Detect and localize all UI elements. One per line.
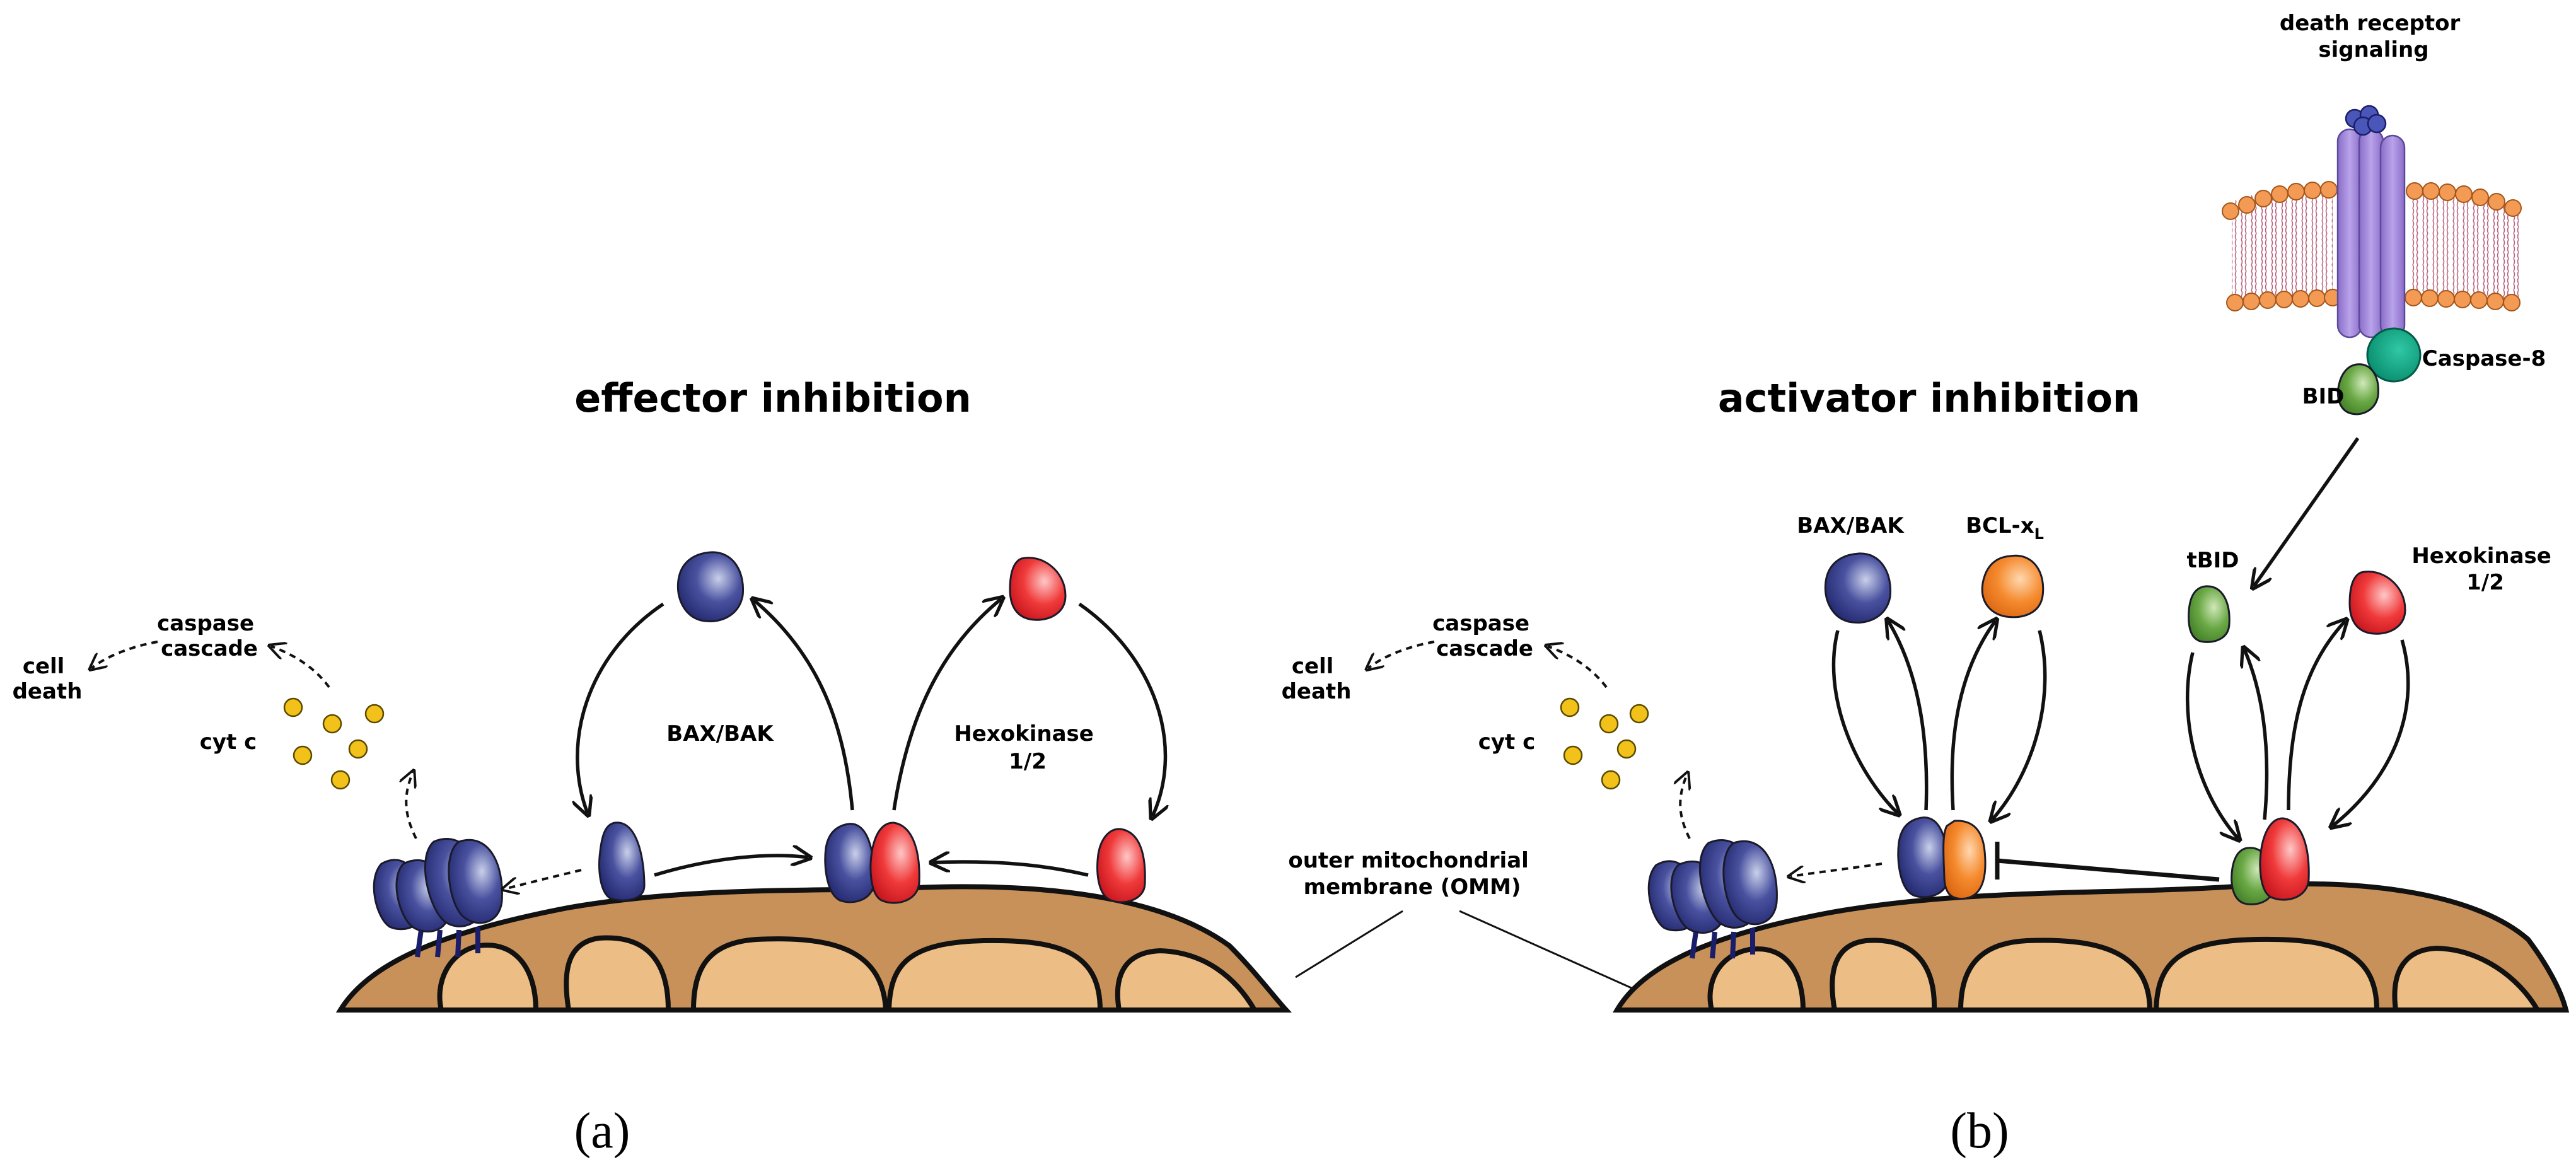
tbid-label-b: tBID xyxy=(2186,548,2239,573)
bax-bak-bound-a xyxy=(824,823,875,903)
bax-bak-membrane-a xyxy=(598,822,646,902)
panel-b-label: (b) xyxy=(1950,1103,2009,1159)
arrow-complex-to-bax-a xyxy=(754,600,854,811)
arrow-bid-to-tbid-b xyxy=(2254,437,2360,586)
bcl-xl-bound-b xyxy=(1942,820,1987,900)
caspase-cascade-label-b: caspase cascade xyxy=(1432,611,1537,661)
bax-bak-free-b xyxy=(1824,552,1892,624)
cell-death-label-a: cell death xyxy=(13,654,83,704)
arrow-bax-to-membrane-b xyxy=(1831,630,1898,813)
mitochondrion-a xyxy=(335,884,1292,1013)
arrow-hk-to-membrane-a xyxy=(1078,602,1165,816)
panel-b-title: activator inhibition xyxy=(1718,375,2140,421)
hexokinase-label-b: Hexokinase 1/2 xyxy=(2411,543,2558,595)
hexokinase-free-a xyxy=(1009,557,1067,621)
arrow-tbid-to-membrane-b xyxy=(2186,652,2238,839)
bcl-xl-label-b: BCL-xL xyxy=(1966,513,2044,543)
arrow-bclxl-to-membrane-b xyxy=(1992,630,2047,820)
arrow-complex-to-tbid-b xyxy=(2244,649,2269,820)
death-receptor-complex xyxy=(2222,105,2522,415)
bax-bak-pore-a xyxy=(373,838,503,958)
cyt-c-label-b: cyt c xyxy=(1478,729,1536,755)
death-receptor-label-b: death receptor signaling xyxy=(2280,11,2468,62)
bcl-xl-free-b xyxy=(1981,554,2045,618)
death-ligand xyxy=(2345,105,2387,136)
panel-a: effector inhibition xyxy=(13,375,1292,1159)
inhibition-bar-b xyxy=(1995,842,2220,882)
panel-a-title: effector inhibition xyxy=(574,375,972,421)
cyt-c-molecules-b xyxy=(1560,697,1649,790)
tbid-free-b xyxy=(2188,585,2231,643)
omm-label-group: outer mitochondrial membrane (OMM) xyxy=(1288,848,1633,990)
dash-arrow-caspase-to-death-a xyxy=(91,641,158,668)
bax-bak-bound-b xyxy=(1897,816,1949,898)
arrow-hk-membrane-to-complex-a xyxy=(933,862,1089,877)
arrow-complex-to-bclxl-b xyxy=(1950,621,1995,811)
dash-arrow-pore-to-cytc-a xyxy=(406,772,417,839)
hexokinase-label-a: Hexokinase 1/2 xyxy=(954,721,1101,774)
hexokinase-bound-a xyxy=(869,822,920,904)
dash-arrow-to-pore-b xyxy=(1790,862,1883,876)
arrow-bax-to-membrane-a xyxy=(577,602,664,813)
arrow-complex-to-hk-a xyxy=(892,599,1001,811)
cell-death-label-b: cell death xyxy=(1282,654,1352,704)
bax-bak-label-b: BAX/BAK xyxy=(1797,513,1905,538)
caspase-8 xyxy=(2366,327,2422,383)
arrow-complex-to-hk-b xyxy=(2287,621,2345,811)
panel-b: activator inhibition xyxy=(1282,11,2570,1159)
panel-a-label: (a) xyxy=(574,1103,630,1159)
arrow-monomer-to-complex-a xyxy=(654,856,808,877)
hexokinase-free-b xyxy=(2348,571,2406,635)
death-receptor xyxy=(2336,128,2406,339)
bax-bak-free-a xyxy=(676,551,745,622)
dash-arrow-caspase-to-death-b xyxy=(1368,641,1435,668)
omm-leader-b xyxy=(1459,910,1633,990)
dash-arrow-cytc-to-caspase-a xyxy=(271,646,330,688)
dash-arrow-to-pore-a xyxy=(504,869,582,889)
cyt-c-label-a: cyt c xyxy=(200,729,257,755)
omm-leader-a xyxy=(1295,910,1403,978)
bax-bak-pore-b xyxy=(1647,839,1778,959)
bid-label-b: BID xyxy=(2302,384,2345,409)
bax-bak-label-a: BAX/BAK xyxy=(666,721,774,746)
caspase-cascade-label-a: caspase cascade xyxy=(157,611,262,661)
cyt-c-molecules-a xyxy=(283,697,385,790)
hexokinase-bound-b xyxy=(2259,817,2310,901)
caspase-8-label-b: Caspase-8 xyxy=(2422,346,2546,371)
omm-label: outer mitochondrial membrane (OMM) xyxy=(1288,848,1536,900)
mitochondrion-b xyxy=(1613,881,2570,1013)
bid xyxy=(2336,363,2379,415)
hexokinase-membrane-a xyxy=(1096,828,1146,903)
dash-arrow-cytc-to-caspase-b xyxy=(1548,646,1608,688)
dash-arrow-pore-to-cytc-b xyxy=(1680,774,1690,839)
arrow-hk-to-membrane-b xyxy=(2333,639,2410,826)
lipid-bilayer xyxy=(2222,181,2522,311)
arrow-complex-to-bax-b xyxy=(1888,621,1929,811)
